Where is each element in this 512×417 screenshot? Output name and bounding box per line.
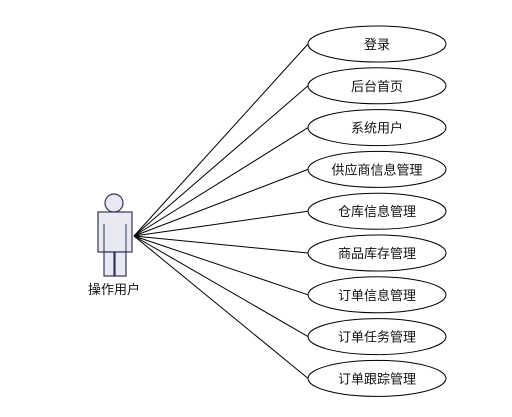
use-case-ellipse xyxy=(307,109,447,147)
actor-operator: 操作用户 xyxy=(88,193,140,298)
association-line xyxy=(133,235,309,296)
use-case-ellipse xyxy=(307,276,447,314)
use-case-ellipse xyxy=(307,192,447,230)
use-case-label: 供应商信息管理 xyxy=(331,162,422,178)
use-case: 后台首页 xyxy=(307,67,447,105)
use-case: 订单信息管理 xyxy=(307,276,447,314)
use-case: 登录 xyxy=(307,25,447,63)
use-case-label: 仓库信息管理 xyxy=(338,204,416,220)
use-case-ellipse xyxy=(307,25,447,63)
association-line xyxy=(133,43,309,237)
use-case-label: 系统用户 xyxy=(351,121,403,137)
use-case-label: 后台首页 xyxy=(351,80,403,95)
use-case-label: 商品库存管理 xyxy=(338,246,416,262)
use-case-ellipse xyxy=(307,318,447,356)
use-case-label: 订单信息管理 xyxy=(338,288,416,304)
use-case: 订单任务管理 xyxy=(307,318,447,356)
use-case-ellipse xyxy=(307,234,447,272)
use-case-label: 登录 xyxy=(364,38,390,53)
association-line xyxy=(133,127,309,237)
actor-left-leg xyxy=(103,251,115,277)
association-line xyxy=(133,210,309,237)
use-case-list: 登录后台首页系统用户供应商信息管理仓库信息管理商品库存管理订单信息管理订单任务管… xyxy=(307,25,447,397)
use-case: 订单跟踪管理 xyxy=(307,359,447,397)
actor-right-leg xyxy=(114,251,127,277)
actor-torso xyxy=(97,211,133,253)
association-lines xyxy=(133,43,309,379)
use-case: 系统用户 xyxy=(307,109,447,147)
use-case: 供应商信息管理 xyxy=(307,150,447,188)
association-line xyxy=(133,235,309,254)
actor-label: 操作用户 xyxy=(88,282,140,298)
association-line xyxy=(133,235,309,379)
use-case: 仓库信息管理 xyxy=(307,192,447,230)
use-case-label: 订单任务管理 xyxy=(338,330,416,346)
association-line xyxy=(133,85,309,237)
use-case-ellipse xyxy=(307,359,447,397)
use-case-ellipse xyxy=(307,150,447,188)
use-case-ellipse xyxy=(307,67,447,105)
actor-head xyxy=(104,193,124,213)
use-case: 商品库存管理 xyxy=(307,234,447,272)
use-case-label: 订单跟踪管理 xyxy=(338,372,416,387)
association-line xyxy=(133,168,309,237)
association-line xyxy=(133,235,309,338)
